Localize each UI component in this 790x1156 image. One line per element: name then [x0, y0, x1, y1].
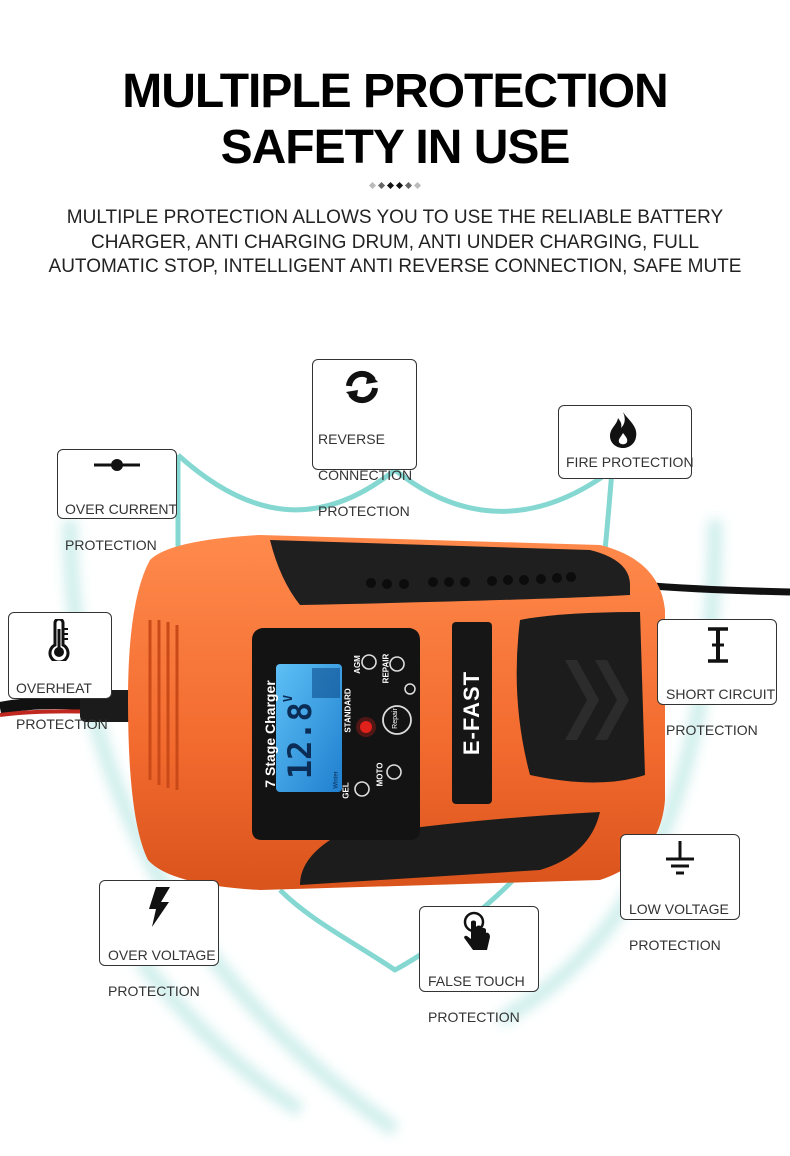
title-line-2: SAFETY IN USE: [220, 121, 571, 174]
feature-label: PROTECTION: [666, 722, 758, 738]
feature-card-over-voltage: OVER VOLTAGE PROTECTION: [99, 880, 219, 999]
feature-card-false-touch: FALSE TOUCH PROTECTION: [419, 906, 539, 1025]
feature-label: SHORT CIRCUIT: [666, 686, 776, 702]
feature-label: PROTECTION: [318, 503, 410, 519]
feature-card-fire-protection: FIRE PROTECTION: [558, 405, 694, 479]
feature-label: OVERHEAT: [16, 680, 92, 696]
description-line: AUTOMATIC STOP, INTELLIGENT ANTI REVERSE…: [48, 256, 742, 277]
feature-label: PROTECTION: [428, 1009, 520, 1025]
description: MULTIPLE PROTECTION ALLOWS YOU TO USE TH…: [40, 206, 750, 280]
feature-label: PROTECTION: [629, 937, 721, 953]
lcd-voltage-value: 12.8: [281, 702, 319, 780]
mode-label-standard: STANDARD: [343, 688, 353, 733]
feature-label: PROTECTION: [65, 537, 157, 553]
mode-label-gel: GEL: [341, 782, 351, 799]
refresh-icon: [346, 370, 378, 404]
short-circuit-icon: [708, 627, 728, 663]
mode-label-moto: MOTO: [375, 762, 385, 787]
hand-touch-icon: [463, 911, 490, 950]
brand-label: E-FAST: [459, 670, 484, 756]
feature-label: REVERSE: [318, 431, 385, 447]
feature-label: FIRE PROTECTION: [566, 454, 694, 470]
feature-card-overheat: OVERHEAT PROTECTION: [8, 612, 112, 732]
lightning-icon: [149, 887, 170, 927]
feature-card-short-circuit: SHORT CIRCUIT PROTECTION: [657, 619, 777, 738]
title-line-1: MULTIPLE PROTECTION: [122, 65, 668, 118]
mode-label-repair: REPAIR: [381, 653, 391, 684]
feature-label: CONNECTION: [318, 467, 413, 483]
divider-dots-icon: [369, 181, 422, 190]
feature-card-low-voltage: LOW VOLTAGE PROTECTION: [620, 834, 740, 953]
description-line: CHARGER, ANTI CHARGING DRUM, ANTI UNDER …: [90, 231, 700, 253]
feature-label: PROTECTION: [16, 716, 108, 732]
lcd-voltage-unit: V: [281, 694, 295, 703]
thermometer-icon: [48, 619, 70, 661]
feature-card-reverse-connection: REVERSE CONNECTION PROTECTION: [312, 359, 417, 519]
feature-label: OVER VOLTAGE: [108, 947, 216, 963]
model-label: 7 Stage Charger: [262, 680, 278, 788]
feature-card-over-current: OVER CURRENT PROTECTION: [57, 449, 178, 553]
fire-icon: [610, 412, 637, 448]
ground-icon: [666, 841, 694, 875]
mode-label-agm: AGM: [352, 655, 362, 674]
feature-label: LOW VOLTAGE: [629, 901, 729, 917]
lcd-voltage: 12.8V: [281, 691, 319, 783]
current-icon: [94, 459, 140, 471]
feature-label: OVER CURRENT: [65, 501, 178, 517]
feature-label: PROTECTION: [108, 983, 200, 999]
feature-label: FALSE TOUCH: [428, 973, 525, 989]
winter-label: Winter: [333, 771, 340, 789]
repair-button-label: Repair: [391, 708, 399, 729]
description-line: MULTIPLE PROTECTION ALLOWS YOU TO USE TH…: [66, 207, 724, 228]
